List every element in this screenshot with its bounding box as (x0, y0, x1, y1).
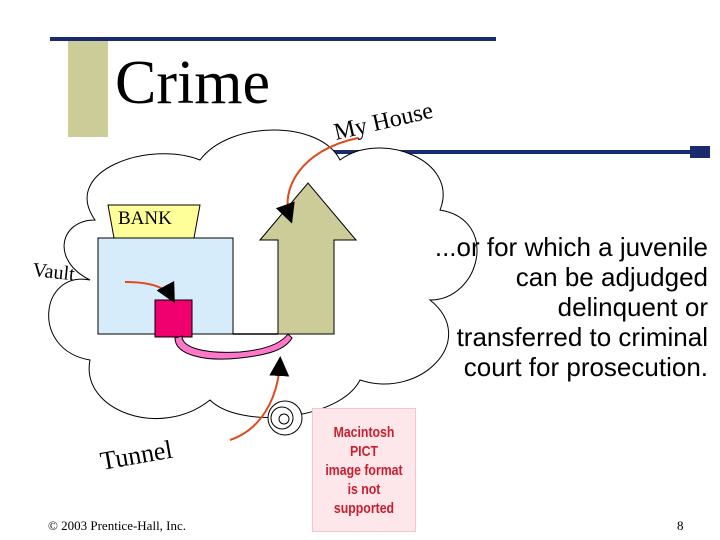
page-title: Crime (115, 49, 270, 117)
pict-placeholder-text: Macintosh PICT image format is not suppo… (325, 423, 403, 517)
house-label: My House (332, 98, 436, 146)
title-rule-bottom (258, 150, 710, 154)
vault-box (154, 299, 193, 338)
unsupported-image-placeholder: Macintosh PICT image format is not suppo… (312, 408, 416, 532)
page-number: 8 (677, 518, 684, 533)
bank-label: BANK (118, 208, 172, 229)
tunnel (174, 333, 293, 360)
arrow-to-tunnel (229, 356, 290, 441)
title-rule-end (690, 146, 710, 158)
thought-bubbles (267, 400, 303, 436)
vault-label: Vault (31, 259, 76, 285)
thought-cloud (48, 129, 478, 420)
slide-body-text: ...or for which a juvenile can be adjudg… (434, 232, 708, 382)
title-accent-block (68, 40, 108, 137)
tunnel-label: Tunnel (98, 435, 175, 476)
title-rule-top (50, 37, 496, 41)
copyright-footer: © 2003 Prentice-Hall, Inc. (48, 518, 187, 533)
arrow-to-vault (124, 280, 175, 304)
bank-sign (107, 204, 201, 239)
arrow-to-house (275, 137, 359, 224)
